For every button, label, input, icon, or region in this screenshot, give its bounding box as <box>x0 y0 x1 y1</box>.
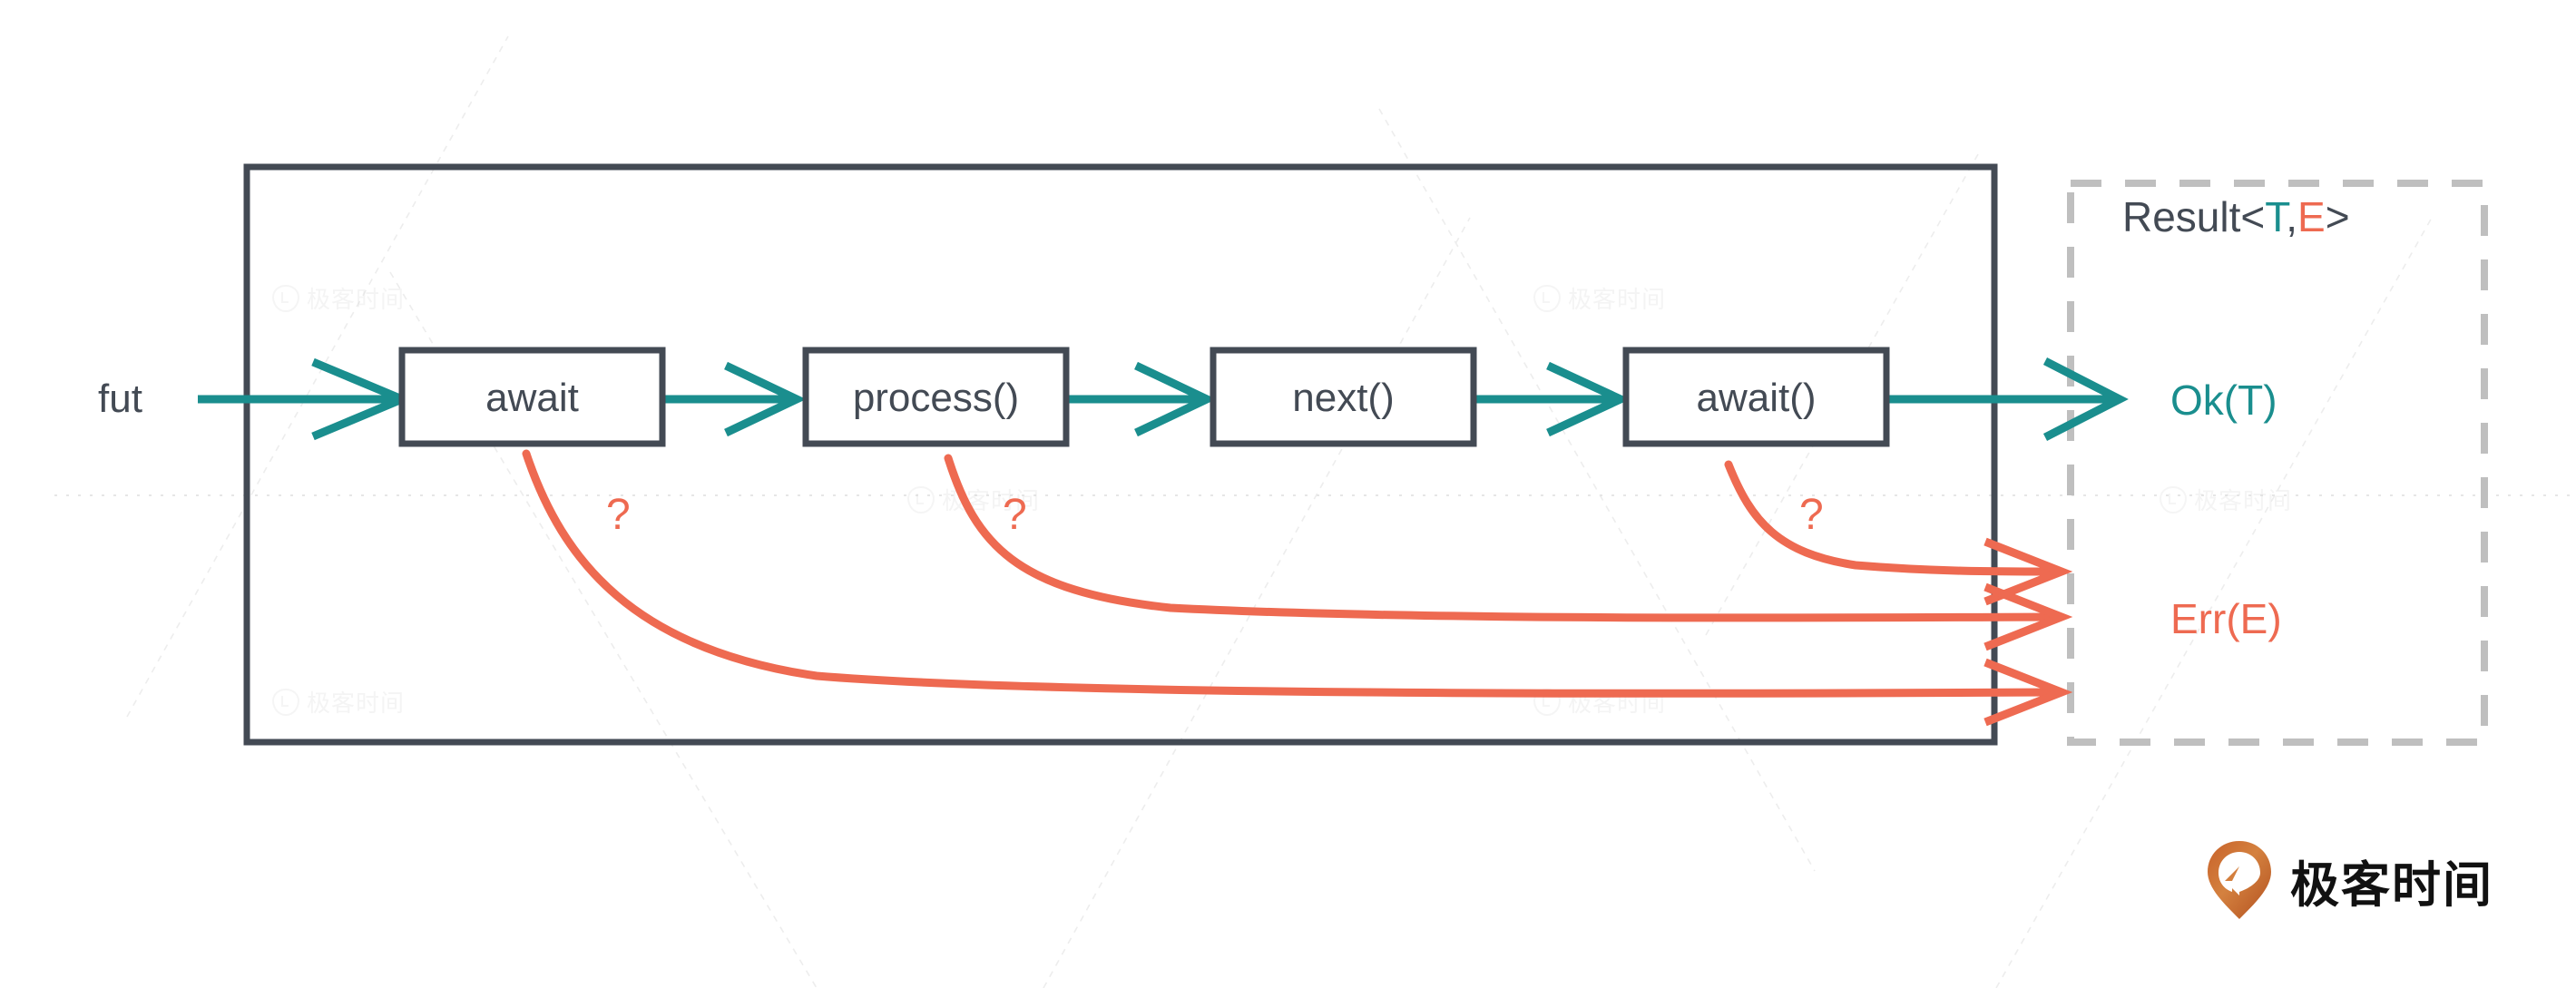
result-type-err: E <box>2297 193 2326 240</box>
result-type-ok: T <box>2265 193 2287 240</box>
brand-logo: 极客时间 <box>2205 839 2493 921</box>
result-name-prefix: Result< <box>2122 193 2266 240</box>
arrow-head-await2-to-ok <box>2042 357 2129 442</box>
pipeline-box-label-next: next() <box>1292 376 1395 420</box>
arrow-head-await-to-process <box>724 361 807 437</box>
arrow-head-error-bottom <box>1983 658 2073 727</box>
pipeline-box-label-await2: await() <box>1696 376 1817 420</box>
guide-line <box>1705 153 1979 636</box>
result-name-suffix: > <box>2325 193 2350 240</box>
pipeline-box-process[interactable] <box>802 347 1070 447</box>
pipeline-box-label-await: await <box>485 376 579 420</box>
arrow-head-error-middle <box>1983 582 2073 651</box>
pipeline-container-box <box>243 163 1998 746</box>
error-curve-from-await2 <box>1724 460 2057 576</box>
result-group-box <box>2067 180 2488 746</box>
arrow-head-error-top <box>1983 537 2073 606</box>
pipeline-box-await2[interactable] <box>1622 347 1890 447</box>
arrow-head-next-to-await2 <box>1546 361 1631 437</box>
error-marker-question-2: ? <box>1003 491 1027 539</box>
error-marker-question-3: ? <box>1799 491 1824 539</box>
result-variant-err: Err(E) <box>2170 595 2282 642</box>
brand-name: 极客时间 <box>2290 856 2493 914</box>
pipeline-box-next[interactable] <box>1210 347 1477 447</box>
input-label-fut: fut <box>98 377 142 421</box>
arrow-head-process-to-next <box>1134 361 1217 437</box>
error-curve-from-await <box>522 449 2057 698</box>
error-marker-question-1: ? <box>606 491 631 539</box>
error-curve-from-process <box>944 454 2057 622</box>
result-type-separator: , <box>2286 193 2298 240</box>
guide-line <box>126 35 509 718</box>
result-variant-ok: Ok(T) <box>2170 377 2277 424</box>
geektime-pin-icon <box>2208 841 2271 919</box>
pipeline-box-await[interactable] <box>398 347 666 447</box>
guide-line <box>1995 217 2433 988</box>
pipeline-box-label-process: process() <box>852 376 1020 420</box>
result-type-label: Result<T,E> <box>2122 192 2350 241</box>
